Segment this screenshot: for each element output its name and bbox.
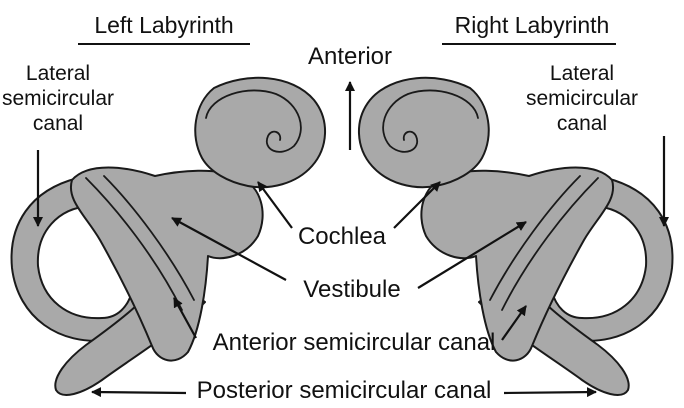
left-side-label-line-1: Lateral (26, 62, 90, 85)
left-side-label-line-2: semicircular (2, 87, 114, 110)
right-side-label-line-2: semicircular (526, 87, 638, 110)
posterior-canal-label: Posterior semicircular canal (197, 377, 492, 404)
right-side-label-line-1: Lateral (550, 62, 614, 85)
posterior-canal-arrow-right (504, 392, 596, 393)
cochlea-label: Cochlea (298, 223, 387, 250)
right-side-label-line-3: canal (557, 112, 607, 135)
left-labyrinth-title: Left Labyrinth (94, 12, 233, 38)
right-cochlea (359, 78, 489, 187)
left-cochlea (195, 78, 325, 187)
anterior-label: Anterior (308, 43, 392, 70)
right-lateral-canal-label: Lateral semicircular canal (526, 62, 638, 135)
left-lateral-canal-label: Lateral semicircular canal (2, 62, 114, 135)
left-side-label-line-3: canal (33, 112, 83, 135)
right-labyrinth-title: Right Labyrinth (455, 12, 610, 38)
anterior-canal-label: Anterior semicircular canal (213, 329, 496, 356)
posterior-canal-arrow-left (92, 392, 186, 393)
vestibule-label: Vestibule (303, 276, 400, 303)
